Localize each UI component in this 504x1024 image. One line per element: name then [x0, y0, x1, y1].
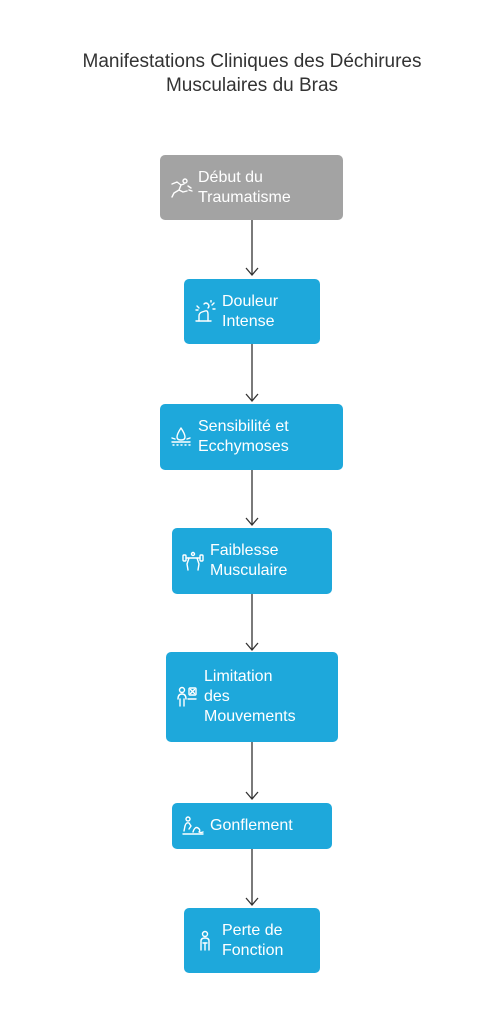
node-perte-fonction: Perte de Fonction	[184, 908, 320, 973]
limited-movement-icon	[175, 685, 199, 709]
node-faiblesse-musculaire: Faiblesse Musculaire	[172, 528, 332, 594]
node-sensibilite-ecchymoses: Sensibilité et Ecchymoses	[160, 404, 343, 470]
node-douleur-intense: Douleur Intense	[184, 279, 320, 344]
node-label: Début du Traumatisme	[198, 168, 291, 206]
title-line-1: Manifestations Cliniques des Déchirures	[82, 51, 422, 72]
connector-arrow-3	[245, 470, 259, 526]
node-label: Gonflement	[210, 817, 293, 834]
node-debut-traumatisme: Début du Traumatisme	[160, 155, 343, 220]
title-line-2: Musculaires du Bras	[165, 75, 339, 96]
node-limitation-mouvements: Limitation des Mouvements	[166, 652, 338, 742]
node-label: Limitation des Mouvements	[204, 668, 296, 725]
node-label: Faiblesse Musculaire	[210, 542, 288, 579]
node-label: Perte de Fonction	[222, 921, 284, 959]
node-label: Sensibilité et Ecchymoses	[198, 418, 289, 455]
diagram-title: Manifestations Cliniques des Déchirures …	[0, 50, 504, 98]
weak-muscle-icon	[181, 549, 205, 573]
connector-arrow-6	[245, 849, 259, 906]
bruise-icon	[169, 425, 193, 449]
swelling-icon	[181, 814, 205, 838]
node-label: Douleur Intense	[222, 292, 279, 330]
connector-arrow-4	[245, 594, 259, 651]
pain-icon	[193, 299, 217, 324]
node-gonflement: Gonflement	[172, 803, 332, 849]
connector-arrow-5	[245, 742, 259, 800]
connector-arrow-1	[245, 220, 259, 276]
person-icon	[193, 929, 217, 953]
connector-arrow-2	[245, 344, 259, 402]
injury-icon	[169, 176, 193, 200]
